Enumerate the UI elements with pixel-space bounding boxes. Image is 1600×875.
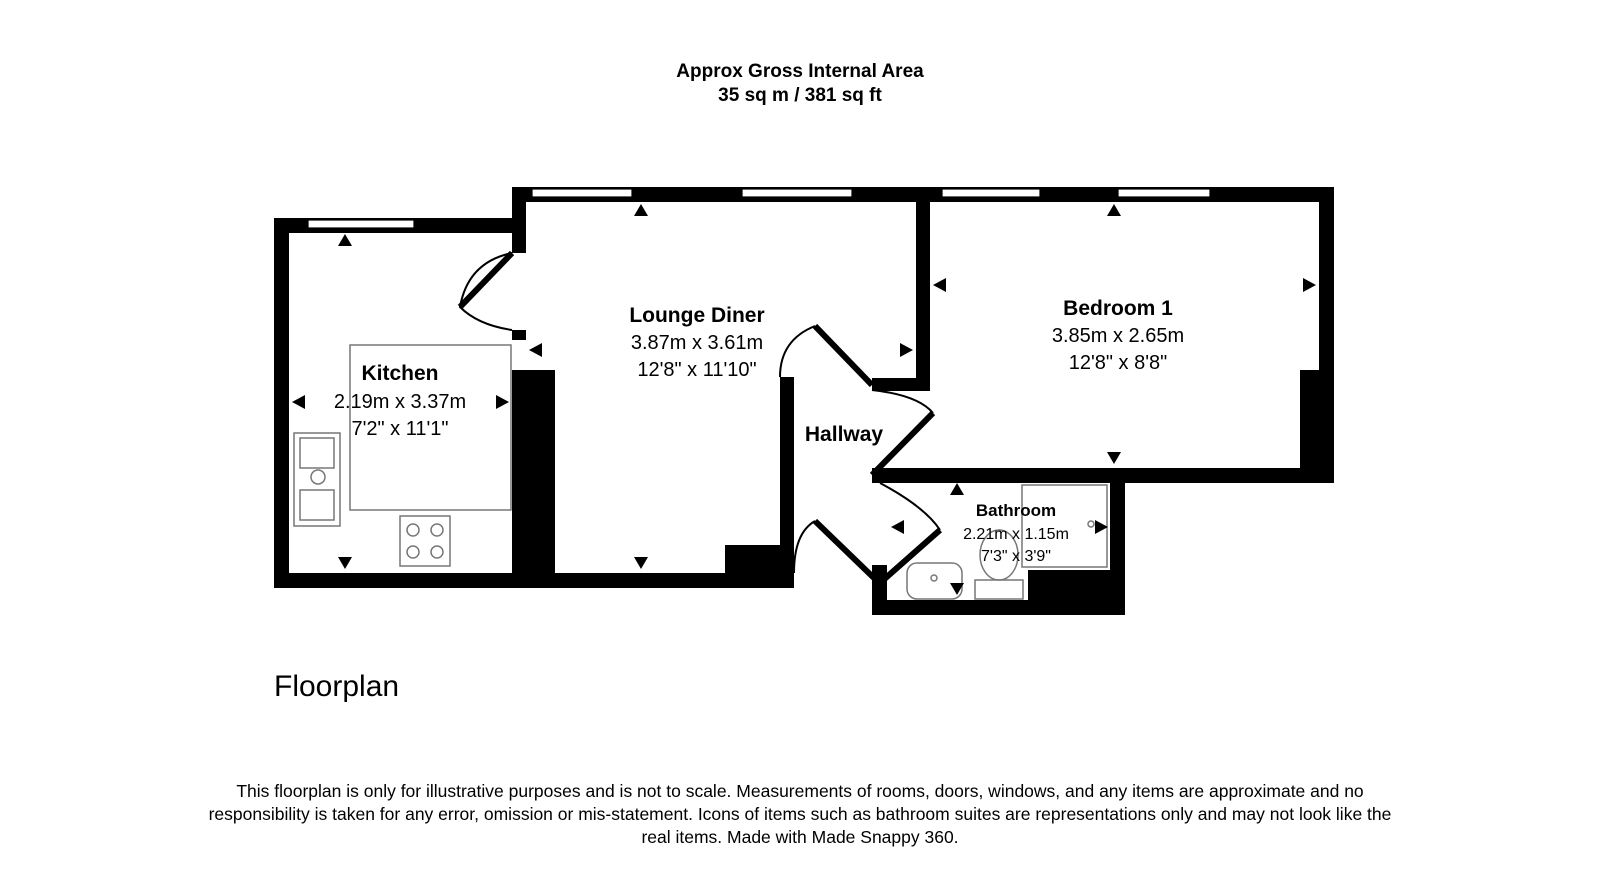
sink-drainer [299,437,335,469]
lounge-hall-wall [780,377,794,588]
hob-ring-4-icon [430,545,444,559]
bathroom-door [879,482,941,531]
bathroom-arrow-left-icon [891,520,904,534]
bathroom-arrow-right-icon [1095,520,1108,534]
hall-bedroom-stub [872,378,930,391]
bathroom-arrow-bottom-icon [950,583,964,595]
bedroom-arrow-right-icon [1303,278,1316,292]
shower-tray [1021,484,1108,568]
hob-ring-1-icon [406,523,420,537]
bedroom-corner-pier [1300,370,1334,483]
lounge-imperial: 12'8" x 11'10" [637,359,756,381]
area-value: 35 sq m / 381 sq ft [718,85,882,106]
lounge-metric: 3.87m x 3.61m [631,332,763,354]
windows [307,188,1211,229]
lounge-window-left [531,188,633,198]
hallway-name: Hallway [805,423,884,446]
bedroom-window-right [1117,188,1211,198]
toilet-bowl [979,529,1019,581]
kitchen-door-leaf [457,250,515,310]
bathroom-metric: 2.21m x 1.15m [963,526,1069,543]
bedroom-arrow-top-icon [1107,204,1121,216]
kitchen-wall-bottom [274,573,794,588]
toilet-cistern [974,579,1024,600]
bedroom-door-leaf [869,410,936,478]
bathroom-arrow-top-icon [950,483,964,495]
bedroom-arrow-bottom-icon [1107,452,1121,464]
lounge-name: Lounge Diner [629,304,764,327]
measurement-arrows [292,204,1316,595]
lounge-door-leaf [812,323,875,388]
kitchen-name: Kitchen [361,362,438,385]
kitchen-sink [293,432,341,527]
floorplan-drawing: Kitchen 2.19m x 3.37m 7'2" x 11'1" Loung… [274,187,1334,615]
kitchen-hob [399,515,451,567]
lounge-door [779,325,816,378]
kitchen-lounge-wall-upper [512,187,526,253]
kitchen-wall-left [274,218,289,588]
kitchen-lounge-pier [512,370,555,580]
kitchen-arrow-left-icon [292,395,305,409]
lounge-arrow-right-icon [900,343,913,357]
kitchen-worktop-outline [349,344,512,511]
lounge-arrow-bottom-icon [634,557,648,569]
bathroom-door-leaf [878,527,942,586]
lounge-corner-pier [725,545,785,588]
floorplan-label: Floorplan [274,670,400,703]
bathroom-name: Bathroom [976,501,1056,520]
entrance-door-leaf [812,518,877,581]
bathroom-corner-pier [1028,570,1125,615]
area-header: Approx Gross Internal Area 35 sq m / 381… [0,60,1600,108]
lounge-window-right [741,188,853,198]
bedroom-wall-bottom [872,468,1334,483]
bedroom-metric: 3.85m x 2.65m [1052,325,1184,347]
bedroom-window-left [941,188,1041,198]
lounge-arrow-top-icon [634,204,648,216]
kitchen-metric: 2.19m x 3.37m [334,391,466,413]
kitchen-arrow-top-icon [338,234,352,246]
doors [457,250,942,586]
bathroom-imperial: 7'3" x 3'9" [981,548,1051,565]
kitchen-arrow-bottom-icon [338,557,352,569]
bedroom-name: Bedroom 1 [1063,297,1173,320]
kitchen-window [307,219,415,229]
sink-bowl [299,489,335,521]
room-labels: Kitchen 2.19m x 3.37m 7'2" x 11'1" Loung… [334,297,1184,565]
basin-tap-icon [930,574,938,582]
entrance-door [793,520,816,574]
bedroom-arrow-left-icon [933,278,946,292]
bedroom-imperial: 12'8" x 8'8" [1069,352,1168,374]
sink-bowl-small-icon [310,469,326,485]
shower-drain-icon [1087,520,1095,528]
kitchen-lounge-wall-lower [512,330,526,340]
lounge-arrow-left-icon [529,343,542,357]
kitchen-imperial: 7'2" x 11'1" [351,418,448,440]
disclaimer-text: This floorplan is only for illustrative … [208,781,1392,847]
basin [906,562,963,600]
hob-ring-3-icon [406,545,420,559]
kitchen-arrow-right-icon [496,395,509,409]
bedroom-door [871,389,934,414]
lounge-bedroom-wall [916,187,930,391]
fixtures [293,344,1108,600]
hob-ring-2-icon [430,523,444,537]
area-title: Approx Gross Internal Area [676,61,924,82]
